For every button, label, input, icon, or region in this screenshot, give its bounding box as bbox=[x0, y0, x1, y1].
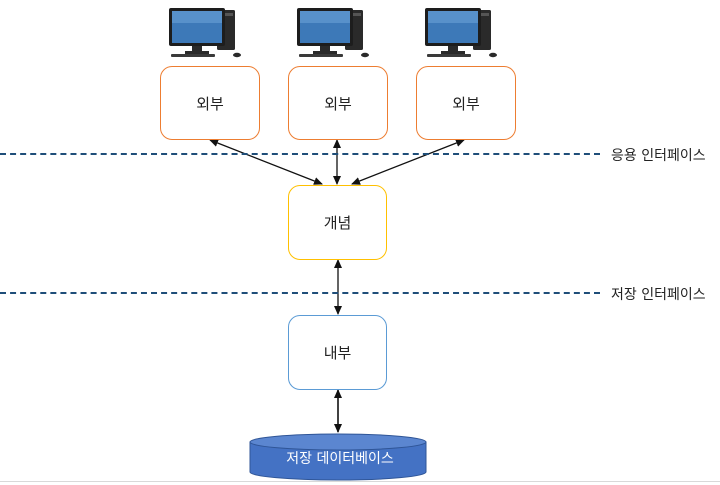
external-view-label: 외부 bbox=[196, 94, 224, 113]
internal-schema-box: 내부 bbox=[288, 315, 387, 390]
external-view-box-2: 외부 bbox=[288, 66, 388, 140]
application-interface-label: 응용 인터페이스 bbox=[611, 148, 706, 164]
bottom-divider bbox=[0, 481, 720, 482]
conceptual-schema-label: 개념 bbox=[323, 214, 352, 232]
storage-interface-line bbox=[0, 292, 600, 294]
database-label: 저장 데이터베이스 bbox=[286, 451, 394, 467]
desktop-computer-icon bbox=[425, 8, 497, 58]
external-view-label: 외부 bbox=[324, 94, 352, 113]
arrow-external-3-conceptual bbox=[351, 139, 465, 185]
conceptual-schema-box: 개념 bbox=[288, 185, 387, 260]
application-interface-line bbox=[0, 153, 600, 155]
desktop-computer-icon bbox=[297, 8, 369, 58]
internal-schema-label: 내부 bbox=[323, 344, 352, 362]
storage-interface-label: 저장 인터페이스 bbox=[611, 287, 706, 303]
desktop-computer-icon bbox=[169, 8, 241, 58]
external-view-label: 외부 bbox=[452, 94, 480, 113]
external-view-box-1: 외부 bbox=[160, 66, 260, 140]
arrow-external-1-conceptual bbox=[209, 139, 323, 185]
external-view-box-3: 외부 bbox=[416, 66, 516, 140]
